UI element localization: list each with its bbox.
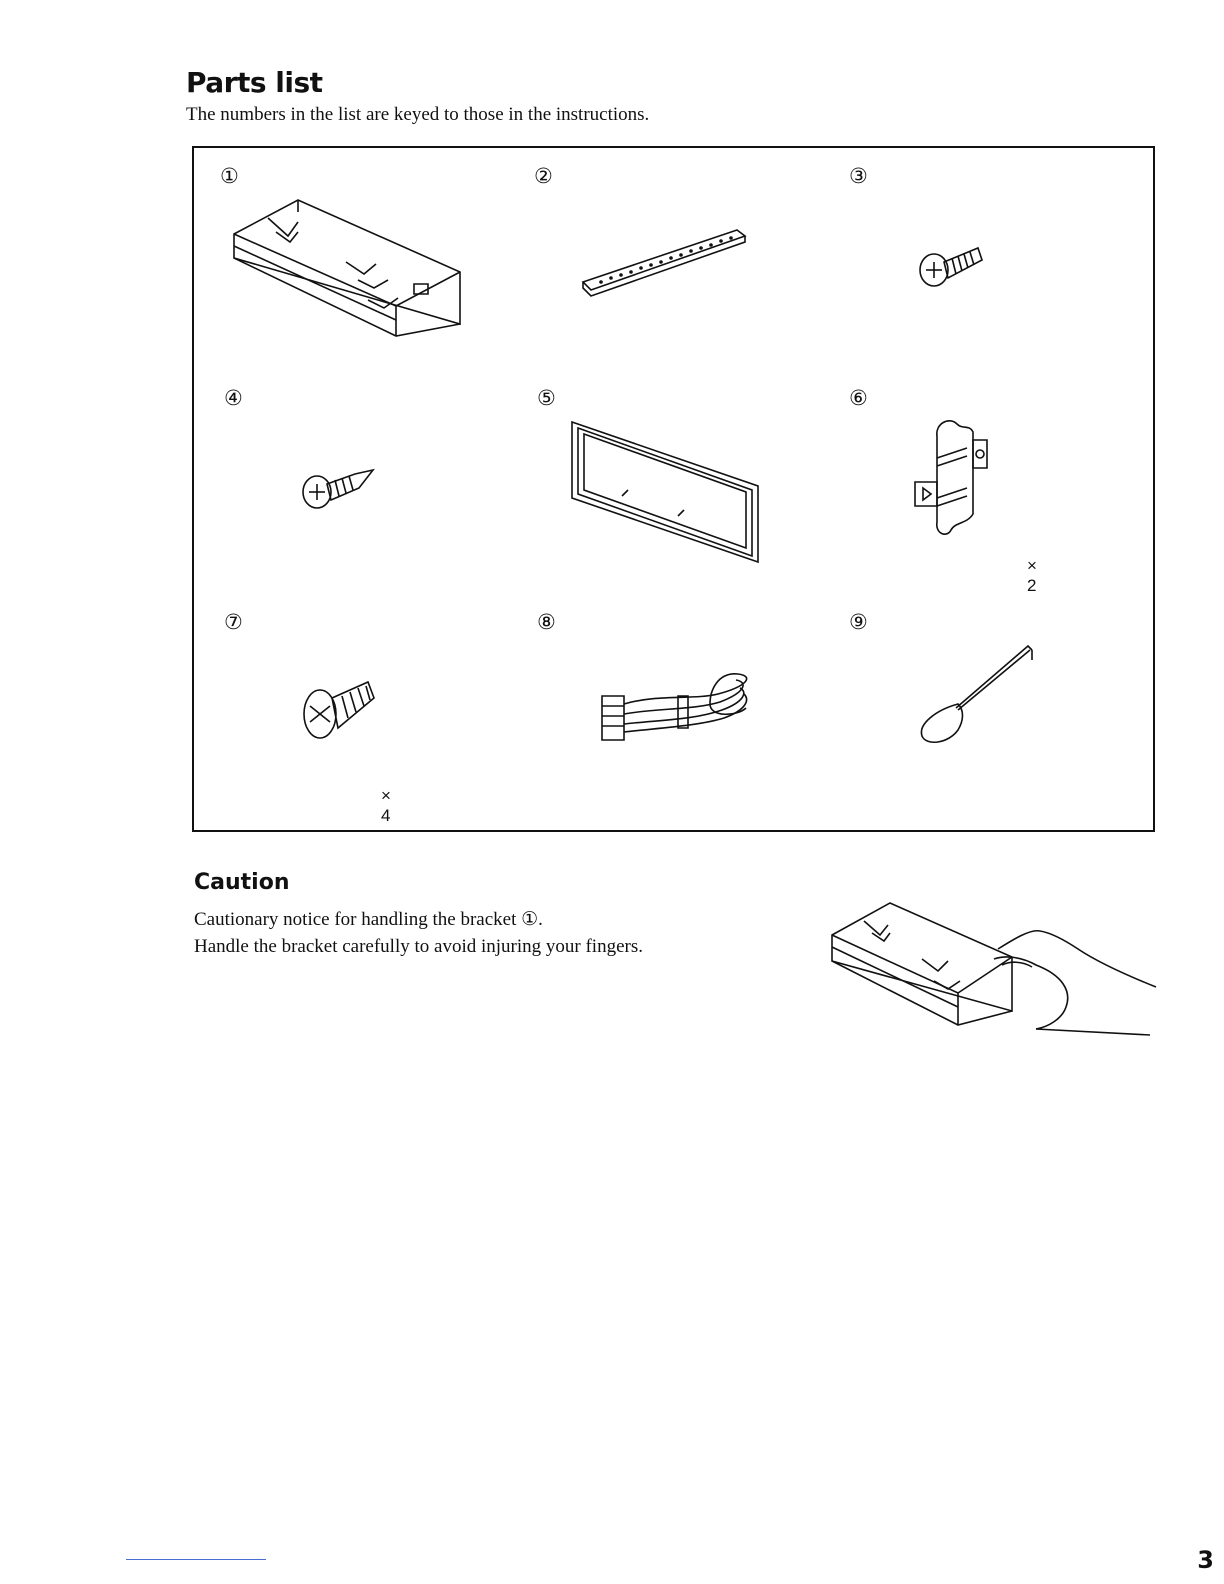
part-number: ⑤ [537, 388, 556, 409]
caution-line-1: Cautionary notice for handling the brack… [194, 906, 643, 933]
footer-rule [126, 1559, 266, 1560]
part-number: ⑦ [224, 612, 243, 633]
wire-harness-icon [598, 664, 758, 748]
tapping-screw-icon [299, 464, 379, 512]
page-title: Parts list [186, 66, 323, 99]
flat-head-screw-icon [298, 674, 380, 746]
part-number: ⑥ [849, 388, 868, 409]
part-number: ② [534, 166, 553, 187]
page-number: 3 [1197, 1546, 1214, 1574]
release-key-icon [909, 410, 1005, 540]
frame-icon [564, 416, 764, 566]
quantity-label: × 2 [1027, 556, 1037, 596]
caution-title: Caution [194, 870, 290, 895]
part-number: ⑧ [537, 612, 556, 633]
part-number: ⑨ [849, 612, 868, 633]
caution-text: Cautionary notice for handling the brack… [194, 906, 643, 960]
bracket-handling-illustration [826, 895, 1160, 1043]
part-number: ③ [849, 166, 868, 187]
part-number: ④ [224, 388, 243, 409]
caution-line-2: Handle the bracket carefully to avoid in… [194, 933, 643, 960]
strip-icon [579, 224, 749, 298]
parts-grid: ① ② [192, 146, 1155, 832]
cable-tie-icon [912, 638, 1042, 748]
quantity-label: × 4 [381, 786, 391, 826]
page-subtitle: The numbers in the list are keyed to tho… [186, 104, 649, 126]
screw-icon [916, 238, 986, 294]
part-number: ① [220, 166, 239, 187]
mounting-bracket-icon [228, 192, 468, 342]
